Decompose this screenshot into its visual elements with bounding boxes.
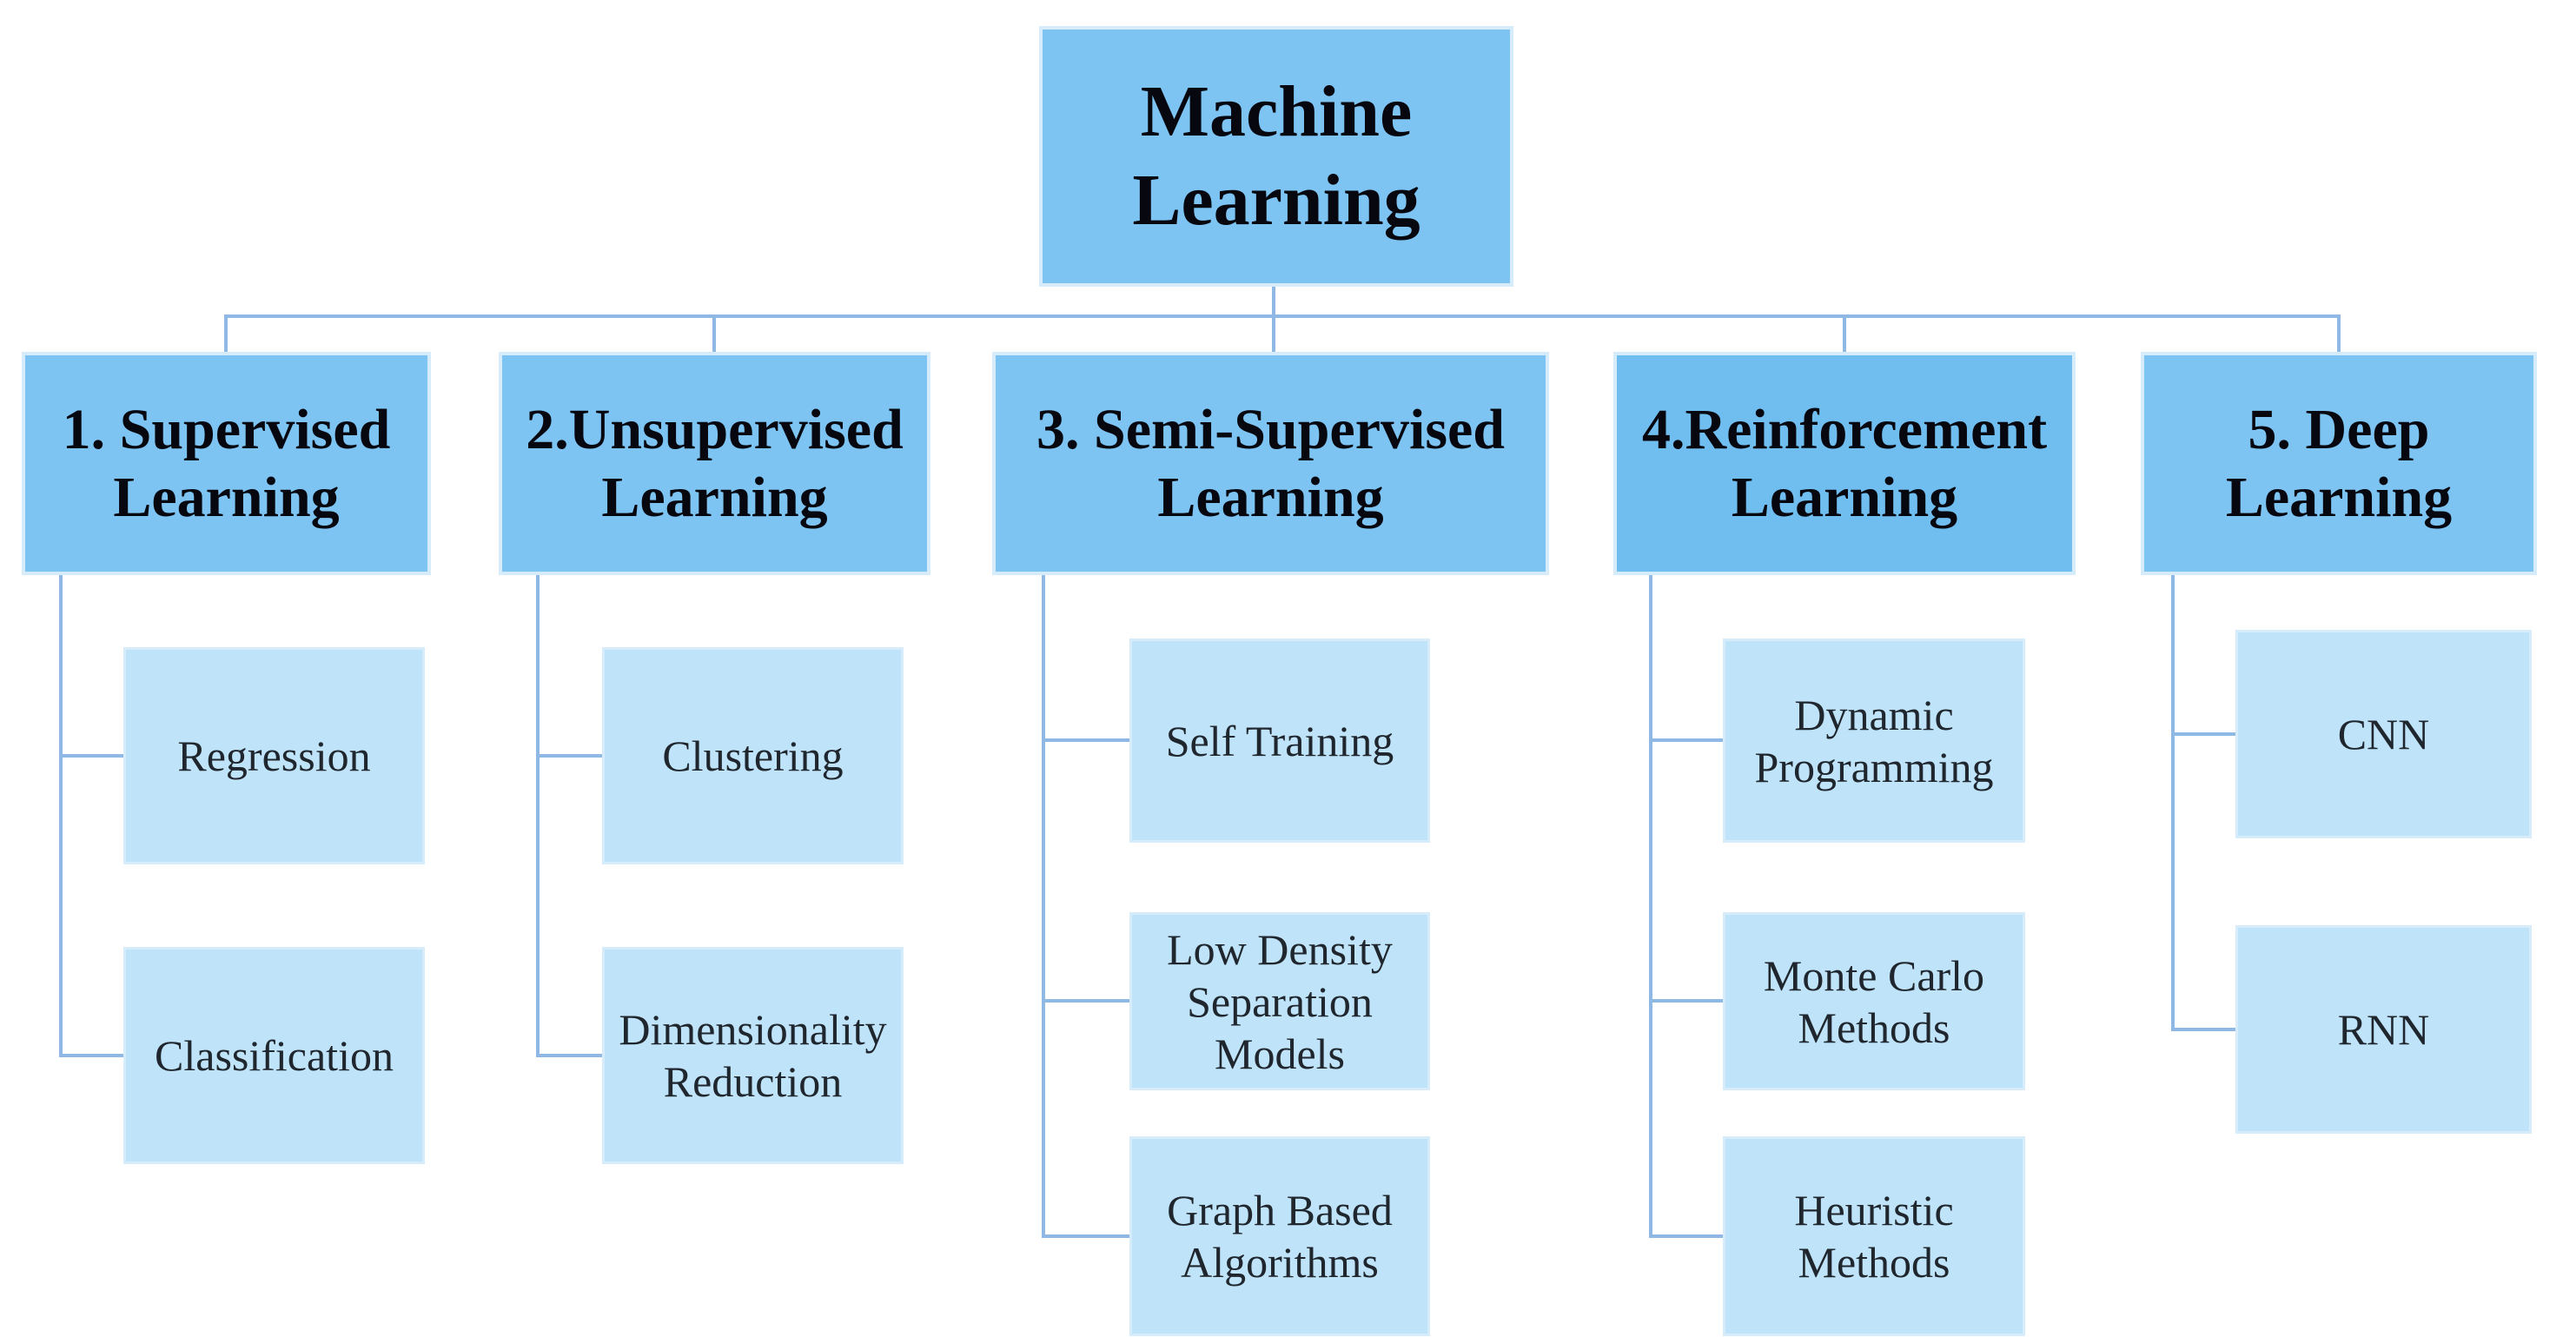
node-machine-learning-label: Machine Learning [1132, 70, 1420, 241]
node-machine-learning: Machine Learning [1039, 26, 1513, 287]
connector-drop-3 [1272, 314, 1275, 355]
node-monte-carlo-methods-label: Monte Carlo Methods [1763, 950, 1985, 1052]
node-heuristic-methods-label: Heuristic Methods [1794, 1186, 1954, 1287]
node-regression: Regression [123, 647, 425, 864]
connector-bus [224, 314, 2341, 318]
connector-col2-stub-1 [536, 754, 602, 758]
node-dimensionality-reduction-label: Dimensionality Reduction [619, 1005, 887, 1106]
connector-col4-stub-2 [1649, 999, 1723, 1003]
node-supervised-learning-label: 1. Supervised Learning [62, 397, 391, 529]
connector-root-stub [1272, 287, 1275, 318]
connector-col5-stub-1 [2171, 732, 2235, 736]
connector-col1-stub-1 [59, 754, 123, 758]
connector-col3-vertical [1042, 575, 1045, 1238]
connector-col1-vertical [59, 575, 63, 1057]
node-self-training-label: Self Training [1165, 716, 1394, 765]
node-semi-supervised-learning: 3. Semi-Supervised Learning [992, 352, 1549, 575]
node-heuristic-methods: Heuristic Methods [1723, 1136, 2025, 1336]
node-monte-carlo-methods: Monte Carlo Methods [1723, 912, 2025, 1090]
connector-col5-stub-2 [2171, 1028, 2235, 1031]
node-clustering: Clustering [602, 647, 904, 864]
node-graph-based-algorithms: Graph Based Algorithms [1129, 1136, 1430, 1336]
node-cnn-label: CNN [2337, 710, 2430, 758]
connector-col2-stub-2 [536, 1054, 602, 1057]
node-cnn: CNN [2235, 630, 2532, 838]
node-rnn-label: RNN [2337, 1005, 2430, 1054]
connector-drop-1 [224, 314, 228, 355]
connector-drop-4 [1843, 314, 1846, 355]
node-reinforcement-learning: 4.Reinforcement Learning [1613, 352, 2076, 575]
node-rnn: RNN [2235, 925, 2532, 1134]
node-unsupervised-learning: 2.Unsupervised Learning [499, 352, 930, 575]
connector-col4-stub-3 [1649, 1234, 1723, 1238]
node-regression-label: Regression [177, 731, 371, 780]
node-semi-supervised-learning-label: 3. Semi-Supervised Learning [1036, 397, 1506, 529]
node-supervised-learning: 1. Supervised Learning [22, 352, 431, 575]
connector-col1-stub-2 [59, 1054, 123, 1057]
node-clustering-label: Clustering [662, 731, 844, 780]
node-dynamic-programming: Dynamic Programming [1723, 639, 2025, 843]
connector-col4-stub-1 [1649, 738, 1723, 742]
node-graph-based-algorithms-label: Graph Based Algorithms [1167, 1186, 1393, 1287]
node-deep-learning: 5. Deep Learning [2141, 352, 2537, 575]
connector-col3-stub-2 [1042, 999, 1129, 1003]
connector-drop-2 [712, 314, 716, 355]
node-low-density-separation-models-label: Low Density Separation Models [1167, 924, 1393, 1078]
node-dimensionality-reduction: Dimensionality Reduction [602, 947, 904, 1164]
node-classification: Classification [123, 947, 425, 1164]
connector-col3-stub-3 [1042, 1234, 1129, 1238]
connector-col2-vertical [536, 575, 540, 1057]
node-self-training: Self Training [1129, 639, 1430, 843]
node-classification-label: Classification [155, 1031, 394, 1080]
node-dynamic-programming-label: Dynamic Programming [1754, 690, 1994, 791]
connector-col5-vertical [2171, 575, 2175, 1031]
connector-col4-vertical [1649, 575, 1652, 1238]
node-deep-learning-label: 5. Deep Learning [2225, 397, 2453, 529]
connector-drop-5 [2337, 314, 2341, 355]
node-low-density-separation-models: Low Density Separation Models [1129, 912, 1430, 1090]
node-unsupervised-learning-label: 2.Unsupervised Learning [526, 397, 904, 529]
node-reinforcement-learning-label: 4.Reinforcement Learning [1641, 397, 2048, 529]
connector-col3-stub-1 [1042, 738, 1129, 742]
